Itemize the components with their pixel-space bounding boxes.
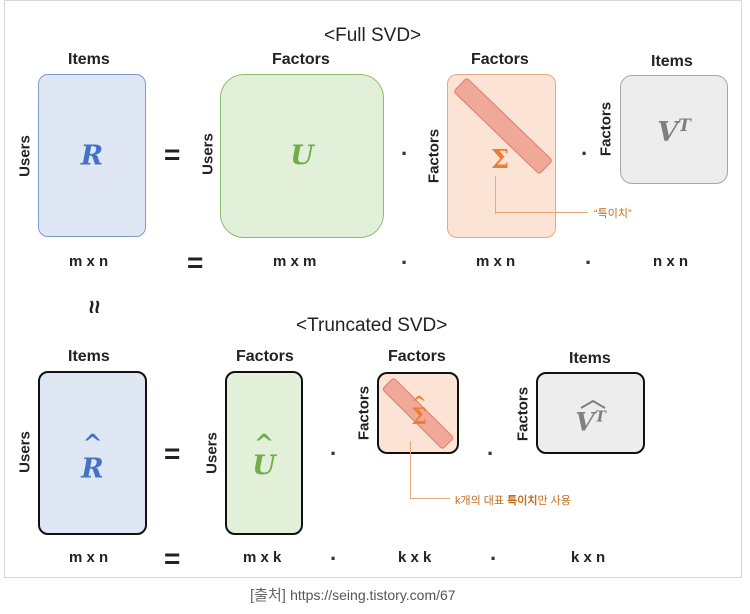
full-dot-1: · (401, 141, 409, 166)
source-bracket: [출처] (250, 587, 286, 604)
trunc-dims-dot-1: · (330, 546, 338, 571)
full-u-dims: m x m (273, 253, 317, 270)
trunc-vt-letter: V (575, 408, 595, 438)
full-sigma-callout: “특이치” (594, 208, 632, 220)
full-r-symbol: R (80, 140, 104, 171)
full-dims-dot-1: · (401, 250, 409, 275)
full-vt-side-label: Factors (597, 101, 615, 157)
trunc-u-symbol: U (252, 450, 276, 482)
trunc-callout-part2: 만 사용 (537, 495, 571, 507)
trunc-equals-sign: = (164, 438, 181, 469)
full-u-top-label: Factors (272, 51, 330, 68)
trunc-u-hat: ^ (253, 428, 275, 458)
approx-symbol: ≈ (80, 300, 108, 314)
truncated-svd-title: <Truncated SVD> (296, 315, 448, 336)
full-dims-dot-2: · (585, 250, 593, 275)
trunc-u-matrix: U ^ (225, 371, 303, 535)
full-vt-matrix: VT (620, 75, 728, 184)
trunc-sigma-symbol: Σ (411, 404, 427, 430)
trunc-vt-dims: k x n (571, 549, 606, 566)
full-sigma-side-label: Factors (425, 128, 443, 184)
trunc-r-side-label: Users (16, 431, 34, 473)
full-equals-sign: = (164, 139, 181, 170)
trunc-callout-line-vertical (410, 441, 411, 499)
trunc-dot-1: · (330, 441, 338, 466)
full-vt-symbol: VT (657, 116, 691, 148)
trunc-sigma-matrix: Σ ^ (377, 372, 459, 454)
trunc-u-side-label: Users (203, 432, 221, 474)
trunc-r-symbol: R (81, 453, 104, 485)
full-sigma-top-label: Factors (471, 51, 529, 68)
trunc-sigma-top-label: Factors (388, 348, 446, 365)
trunc-r-matrix: R ^ (38, 371, 147, 535)
full-vt-superscript: T (678, 115, 691, 136)
trunc-sigma-dims: k x k (398, 549, 432, 566)
trunc-vt-superscript: T (594, 407, 606, 426)
trunc-callout-bold: 특이치 (507, 495, 538, 507)
full-sigma-matrix: Σ (447, 74, 556, 238)
full-callout-line-vertical (495, 176, 496, 214)
trunc-callout-line-horizontal (410, 498, 450, 499)
trunc-vt-hat (580, 396, 606, 409)
trunc-dims-equals: = (164, 543, 181, 574)
trunc-u-top-label: Factors (236, 348, 294, 365)
full-u-matrix: U (220, 74, 384, 238)
trunc-sigma-callout: k개의 대표 특이치만 사용 (455, 492, 571, 508)
full-r-dims: m x n (69, 253, 109, 270)
full-vt-top-label: Items (651, 53, 693, 70)
wide-hat-icon (580, 399, 606, 409)
source-caption: [출처] https://seing.tistory.com/67 (250, 584, 456, 605)
trunc-u-dims: m x k (243, 549, 282, 566)
trunc-r-hat: ^ (82, 428, 103, 458)
trunc-vt-matrix: VT (536, 372, 645, 454)
trunc-vt-top-label: Items (569, 350, 611, 367)
full-vt-letter: V (657, 116, 679, 148)
full-vt-dims: n x n (653, 253, 689, 270)
full-u-side-label: Users (199, 133, 217, 175)
full-sigma-symbol: Σ (490, 145, 510, 175)
trunc-r-top-label: Items (68, 348, 110, 365)
full-r-top-label: Items (68, 51, 110, 68)
trunc-dot-2: · (487, 441, 495, 466)
full-u-symbol: U (290, 140, 314, 172)
full-dot-2: · (581, 141, 589, 166)
trunc-vt-symbol: VT (575, 408, 606, 437)
trunc-vt-side-label: Factors (514, 386, 532, 442)
svd-diagram: <Full SVD> Items Users R m x n = Factors… (4, 0, 742, 578)
trunc-callout-part1: k개의 대표 (455, 495, 508, 507)
source-link[interactable]: https://seing.tistory.com/67 (290, 587, 456, 603)
trunc-sigma-hat: ^ (411, 392, 427, 414)
full-r-side-label: Users (16, 135, 34, 177)
full-r-matrix: R (38, 74, 146, 237)
full-callout-line-horizontal (495, 212, 588, 213)
trunc-r-dims: m x n (69, 549, 109, 566)
trunc-dims-dot-2: · (490, 546, 498, 571)
trunc-sigma-side-label: Factors (355, 385, 373, 441)
full-dims-equals: = (187, 247, 204, 278)
full-svd-title: <Full SVD> (324, 25, 422, 46)
full-sigma-dims: m x n (476, 253, 516, 270)
